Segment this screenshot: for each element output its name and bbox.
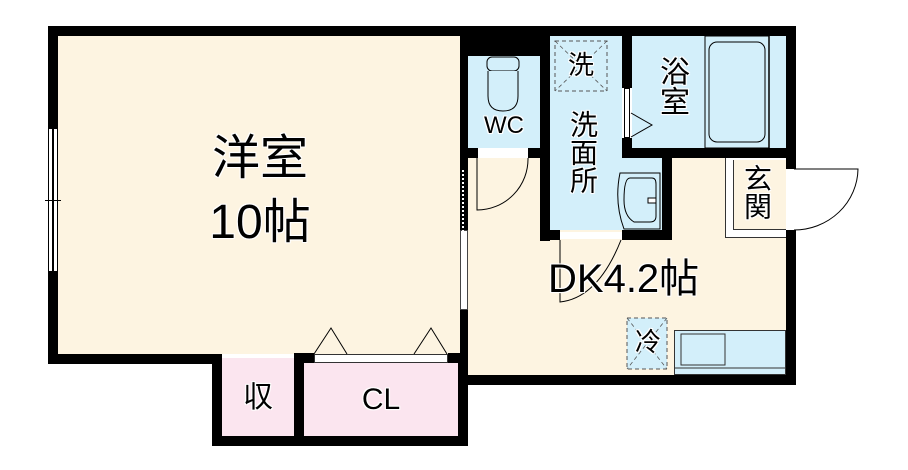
wc-door: [478, 150, 528, 157]
washroom-door: [560, 232, 622, 239]
wall-bath-bottom: [622, 148, 796, 158]
bath-label: 浴室: [655, 56, 688, 116]
bath-door: [624, 88, 630, 138]
wall-right-upper: [786, 26, 796, 169]
wall-left-lower: [48, 272, 58, 364]
washroom-label: 洗面所: [567, 110, 598, 194]
dk-label: DK4.2帖: [548, 257, 700, 301]
wall-storage-left: [212, 354, 222, 446]
closet-door-arrows: [313, 327, 448, 355]
wall-storage-bottom: [212, 436, 468, 446]
wall-top: [48, 26, 796, 36]
wc-label: WC: [484, 112, 524, 139]
wall-washroom-bottom-r: [622, 230, 672, 240]
western-room-size: 10帖: [209, 196, 311, 249]
wall-wc-top: [460, 26, 550, 56]
wall-divider-lower: [460, 310, 468, 360]
entrance-door[interactable]: [786, 169, 796, 230]
wall-left-upper: [48, 26, 58, 128]
closet-door: [314, 354, 448, 363]
western-room-label: 洋室: [211, 132, 308, 185]
window-western-left: [45, 128, 61, 272]
fridge-space: [626, 317, 668, 370]
wall-bottom-dk: [458, 375, 796, 385]
wall-closet-right: [458, 353, 468, 446]
bathtub-icon: [704, 35, 770, 149]
wall-divider-upper: [460, 26, 468, 230]
washer-space: [554, 40, 608, 92]
washer-label: 洗: [567, 50, 594, 80]
entrance-inner: [733, 160, 786, 230]
storage-label: 収: [243, 381, 273, 414]
sliding-door-dk: [462, 170, 466, 240]
wall-wc-bottom-l: [468, 148, 478, 158]
closet-label: CL: [361, 383, 401, 416]
wall-wc-right: [540, 26, 550, 241]
wall-closet-top-left: [294, 353, 314, 363]
wall-wc-bottom-r: [528, 148, 542, 158]
toilet-icon: [486, 56, 520, 112]
window-divider: [460, 230, 468, 310]
wall-bath-left-upper: [622, 36, 632, 88]
kitchen-counter: [674, 330, 786, 375]
fridge-label: 冷: [634, 327, 661, 357]
wall-washroom-bottom-l: [540, 230, 560, 240]
closet-floor: [304, 363, 458, 436]
washbasin-icon: [617, 172, 661, 230]
bath-door-arrow: [630, 112, 654, 138]
wall-bottom-western: [48, 354, 222, 364]
western-room-floor: [58, 36, 460, 354]
storage-floor: [222, 358, 294, 436]
wall-right-lower: [786, 230, 796, 384]
wc-door-swing: [476, 157, 529, 211]
wall-closet-top-right: [448, 353, 468, 363]
wall-washroom-right: [662, 148, 672, 240]
washroom-floor: [550, 36, 622, 230]
wall-storage-divider: [294, 353, 304, 446]
entrance-door-swing: [793, 168, 859, 231]
washroom-door-swing: [559, 239, 622, 303]
entrance-label: 玄関: [741, 164, 772, 220]
